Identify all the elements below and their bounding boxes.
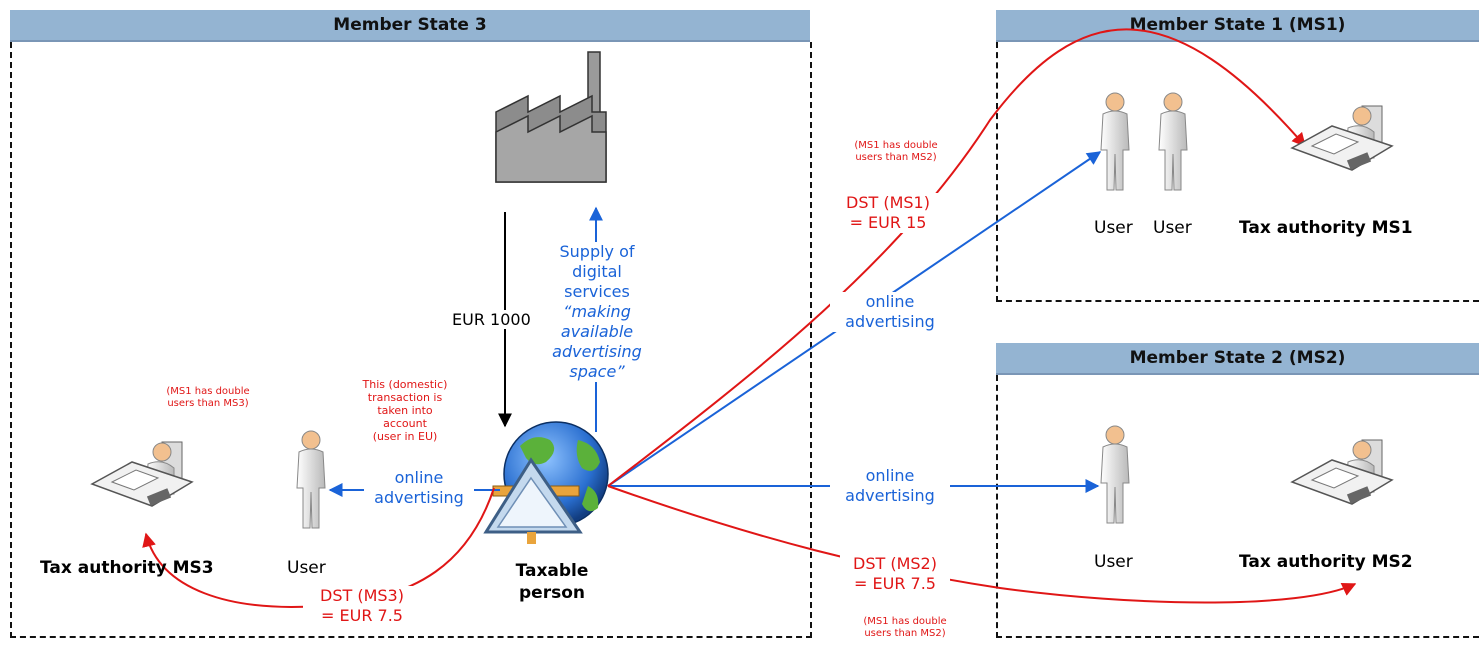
tax-authority-ms3-label: Tax authority MS3	[40, 558, 214, 578]
supply-text: Supply of digital services	[559, 242, 635, 301]
tax-authority-ms2-label: Tax authority MS2	[1239, 552, 1413, 572]
ms1-region	[996, 42, 1479, 302]
user-icon-ms1-b	[1158, 92, 1188, 191]
domestic-note: This (domestic) transaction is taken int…	[362, 378, 448, 443]
ms3-header: Member State 3	[10, 10, 810, 42]
ms3-online-ad-label: online advertising	[364, 468, 474, 508]
ms2-ratio-note: (MS1 has double users than MS2)	[863, 616, 947, 639]
ms1-online-ad-label: online advertising	[830, 292, 950, 332]
dst-ms3-label: DST (MS3) = EUR 7.5	[303, 586, 421, 626]
supply-label: Supply of digital services “making avail…	[538, 242, 656, 382]
taxable-person-icon	[483, 421, 609, 544]
ms2-header: Member State 2 (MS2)	[996, 343, 1479, 375]
ms2-user-label: User	[1094, 552, 1133, 572]
supply-quote: “making available advertising space”	[552, 302, 642, 381]
ms2-region	[996, 375, 1479, 638]
tax-authority-icon-ms2	[1290, 439, 1394, 505]
user-icon-ms1-a	[1100, 92, 1130, 191]
factory-icon	[495, 51, 607, 183]
eur-1000-label: EUR 1000	[452, 310, 531, 329]
dst-ms1-arrow	[607, 28, 1306, 487]
ms3-user-label: User	[287, 558, 326, 578]
user-icon-ms3	[296, 430, 326, 529]
ms3-ratio-note: (MS1 has double users than MS3)	[166, 386, 250, 409]
ms1-ratio-note: (MS1 has double users than MS2)	[836, 140, 956, 164]
tax-authority-ms1-label: Tax authority MS1	[1239, 218, 1413, 238]
tax-authority-icon-ms3	[90, 441, 194, 507]
ms1-user-b-label: User	[1153, 218, 1192, 238]
ms1-user-a-label: User	[1094, 218, 1133, 238]
dst-ms2-arrow	[607, 485, 1357, 604]
dst-ms2-label: DST (MS2) = EUR 7.5	[840, 554, 950, 594]
ms1-header: Member State 1 (MS1)	[996, 10, 1479, 42]
ms2-online-ad-label: online advertising	[830, 466, 950, 506]
user-icon-ms2	[1100, 425, 1130, 524]
ms3-region	[10, 42, 812, 638]
taxable-person-label: Taxable person	[515, 561, 589, 603]
dst-ms1-label: DST (MS1) = EUR 15	[833, 193, 943, 233]
tax-authority-icon-ms1	[1290, 105, 1394, 171]
